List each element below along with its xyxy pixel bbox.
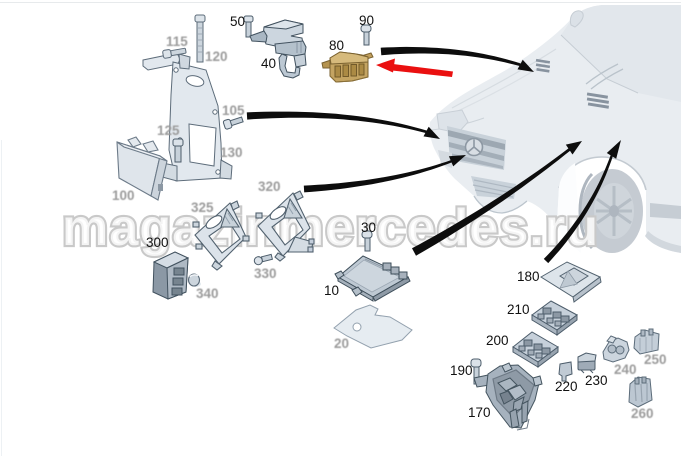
svg-text:50: 50 (230, 14, 245, 29)
svg-text:90: 90 (359, 13, 374, 28)
svg-text:240: 240 (614, 362, 637, 377)
svg-text:130: 130 (220, 145, 243, 160)
svg-text:30: 30 (361, 220, 376, 235)
svg-text:330: 330 (254, 266, 277, 281)
svg-text:magazinmercedes.ru: magazinmercedes.ru (62, 199, 597, 257)
svg-text:260: 260 (631, 406, 654, 421)
svg-text:180: 180 (517, 269, 540, 284)
svg-text:190: 190 (450, 363, 473, 378)
svg-text:210: 210 (507, 302, 530, 317)
svg-text:170: 170 (468, 405, 491, 420)
svg-text:220: 220 (555, 379, 578, 394)
svg-text:100: 100 (112, 188, 135, 203)
svg-text:250: 250 (644, 352, 667, 367)
svg-text:40: 40 (261, 56, 276, 71)
svg-text:120: 120 (205, 49, 228, 64)
svg-text:300: 300 (146, 235, 169, 250)
svg-text:340: 340 (196, 286, 219, 301)
svg-text:320: 320 (258, 179, 281, 194)
svg-text:115: 115 (166, 34, 188, 49)
svg-text:10: 10 (324, 283, 339, 298)
svg-text:200: 200 (486, 333, 509, 348)
svg-text:325: 325 (191, 200, 214, 215)
svg-text:80: 80 (329, 38, 344, 53)
svg-text:230: 230 (585, 373, 608, 388)
svg-text:20: 20 (334, 336, 349, 351)
svg-text:105: 105 (222, 103, 245, 118)
svg-text:125: 125 (157, 123, 180, 138)
